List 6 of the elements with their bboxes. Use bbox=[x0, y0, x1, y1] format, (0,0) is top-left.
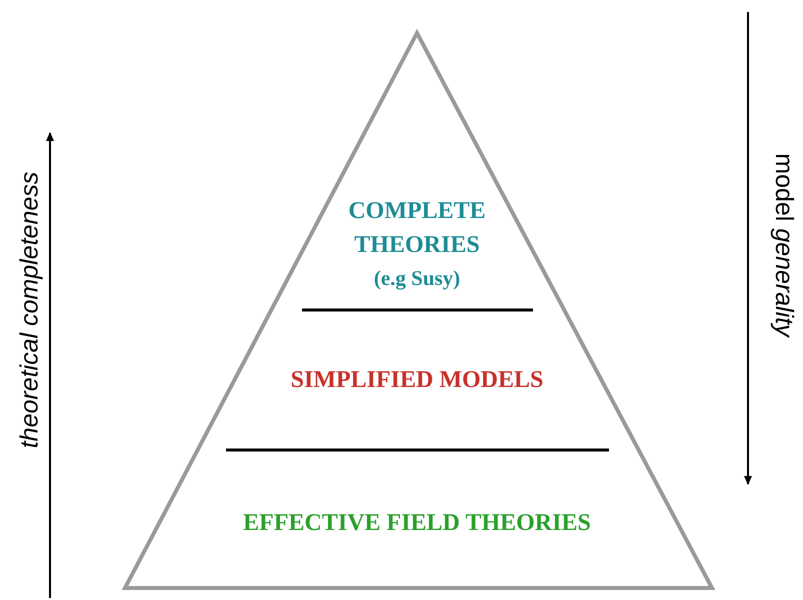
tier-title: COMPLETE THEORIES bbox=[347, 197, 487, 260]
axis-label: theoretical completeness bbox=[14, 172, 44, 448]
tier-title: EFFECTIVE FIELD THEORIES bbox=[243, 509, 591, 538]
axis-label: model generality bbox=[768, 153, 799, 337]
tier-title: SIMPLIFIED MODELS bbox=[290, 366, 544, 395]
tier-note: (e.g Susy) bbox=[374, 265, 460, 292]
